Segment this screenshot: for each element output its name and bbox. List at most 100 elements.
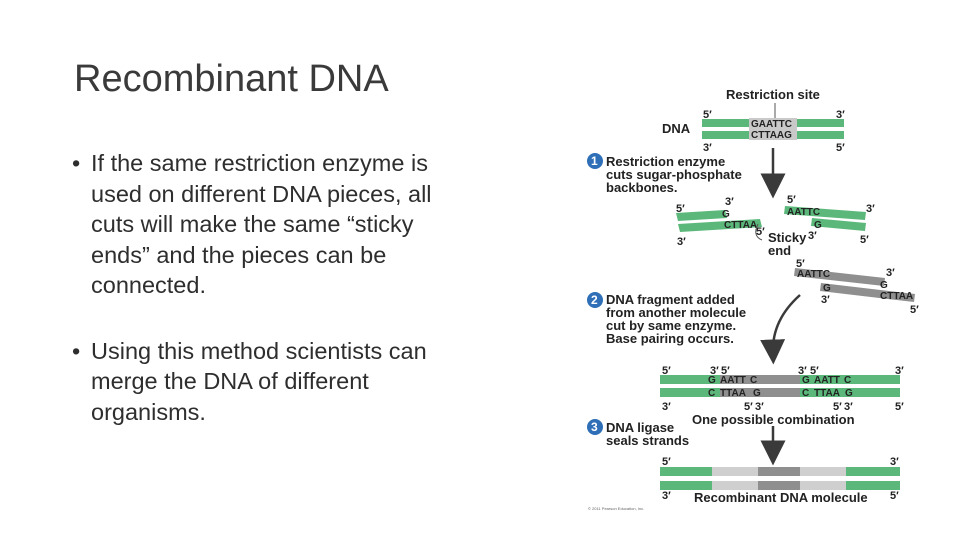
fragment-left-top bbox=[676, 210, 727, 221]
seq-text: TTAA bbox=[814, 388, 840, 399]
slide-title: Recombinant DNA bbox=[74, 58, 389, 100]
combined-strand-top bbox=[660, 375, 720, 384]
prime-label: 5′ bbox=[703, 109, 712, 121]
seq-text: C bbox=[750, 375, 757, 386]
prime-label: 5′ bbox=[662, 456, 671, 468]
flow-arrow bbox=[760, 294, 801, 365]
seq-text: C bbox=[708, 388, 715, 399]
one-possible-combination-label: One possible combination bbox=[692, 412, 855, 427]
seq-text: AATT bbox=[814, 375, 840, 386]
recombinant-segment bbox=[758, 481, 800, 490]
prime-label: 3′ bbox=[725, 196, 734, 208]
step1-text: Restriction enzyme bbox=[606, 154, 725, 169]
prime-label: 3′ bbox=[886, 267, 895, 279]
step-number-badge bbox=[587, 292, 603, 308]
bullet-list: If the same restriction enzyme is used o… bbox=[72, 148, 472, 427]
seq-text: AATT bbox=[720, 375, 746, 386]
seq-text: GAATTC bbox=[751, 119, 792, 130]
recombinant-molecule-label: Recombinant DNA molecule bbox=[694, 490, 868, 505]
prime-label: 5′ bbox=[744, 401, 753, 413]
seq-text: AATTC bbox=[787, 207, 820, 218]
prime-label: 3′ bbox=[821, 294, 830, 306]
prime-label: 3′ bbox=[755, 401, 764, 413]
prime-label: 3′ bbox=[798, 365, 807, 377]
prime-label: 3′ bbox=[662, 401, 671, 413]
prime-label: 3′ bbox=[895, 365, 904, 377]
fragment-left-bottom bbox=[678, 219, 762, 232]
restriction-site-box bbox=[749, 118, 797, 140]
prime-label: 5′ bbox=[910, 304, 919, 316]
bullet-item: If the same restriction enzyme is used o… bbox=[72, 148, 472, 301]
step2-text: Base pairing occurs. bbox=[606, 331, 734, 346]
prime-label: 5′ bbox=[721, 365, 730, 377]
step1-text: backbones. bbox=[606, 180, 678, 195]
prime-label: 3′ bbox=[677, 236, 686, 248]
step-number: 3 bbox=[591, 420, 598, 434]
sticky-end-label: Sticky bbox=[768, 230, 807, 245]
prime-label: 5′ bbox=[662, 365, 671, 377]
prime-label: 5′ bbox=[810, 365, 819, 377]
combined-strand-bottom bbox=[720, 388, 800, 397]
recombinant-segment bbox=[800, 467, 846, 476]
prime-label: 5′ bbox=[756, 226, 765, 238]
step1-text: cuts sugar-phosphate bbox=[606, 167, 742, 182]
step2-text: from another molecule bbox=[606, 305, 746, 320]
prime-label: 3′ bbox=[808, 230, 817, 242]
combined-strand-bottom bbox=[660, 388, 720, 397]
seq-text: C bbox=[802, 388, 809, 399]
bullet-item: Using this method scientists can merge t… bbox=[72, 336, 472, 428]
prime-label: 3′ bbox=[890, 456, 899, 468]
prime-label: 3′ bbox=[866, 203, 875, 215]
step2-text: DNA fragment added bbox=[606, 292, 735, 307]
step-number-badge bbox=[587, 419, 603, 435]
seq-text: G bbox=[814, 220, 822, 231]
seq-text: CTTAA bbox=[880, 291, 913, 302]
prime-label: 5′ bbox=[833, 401, 842, 413]
recombinant-segment bbox=[712, 467, 758, 476]
prime-label: 5′ bbox=[836, 142, 845, 154]
step-number: 2 bbox=[591, 293, 598, 307]
step-number: 1 bbox=[591, 154, 598, 168]
gray-fragment-top bbox=[794, 268, 885, 286]
dna-label: DNA bbox=[662, 121, 691, 136]
prime-label: 3′ bbox=[836, 109, 845, 121]
seq-text: G bbox=[708, 375, 716, 386]
seq-text: G bbox=[880, 280, 888, 291]
seq-text: TTAA bbox=[720, 388, 746, 399]
fragment-right-top bbox=[784, 206, 866, 220]
step3-text: DNA ligase bbox=[606, 420, 674, 435]
step3-text: seals strands bbox=[606, 433, 689, 448]
seq-text: G bbox=[802, 375, 810, 386]
prime-label: 5′ bbox=[796, 258, 805, 270]
recombinant-segment bbox=[800, 481, 846, 490]
prime-label: 5′ bbox=[787, 194, 796, 206]
gray-fragment-bottom bbox=[820, 283, 915, 302]
combined-strand-bottom bbox=[800, 388, 900, 397]
seq-text: G bbox=[823, 283, 831, 294]
sticky-end-pointer bbox=[755, 223, 763, 241]
prime-label: 5′ bbox=[676, 203, 685, 215]
prime-label: 3′ bbox=[703, 142, 712, 154]
recombinant-segment bbox=[712, 481, 758, 490]
seq-text: C bbox=[844, 375, 851, 386]
copyright-text: © 2011 Pearson Education, Inc. bbox=[588, 506, 644, 511]
step-number-badge bbox=[587, 153, 603, 169]
sticky-end-label: end bbox=[768, 243, 791, 258]
prime-label: 3′ bbox=[844, 401, 853, 413]
prime-label: 5′ bbox=[895, 401, 904, 413]
recombinant-segment bbox=[758, 467, 800, 476]
seq-text: AATTC bbox=[797, 269, 830, 280]
seq-text: CTTAAG bbox=[751, 130, 792, 141]
step2-text: cut by same enzyme. bbox=[606, 318, 736, 333]
restriction-site-label: Restriction site bbox=[726, 87, 820, 102]
seq-text: G bbox=[722, 209, 730, 220]
seq-text: CTTAA bbox=[724, 220, 757, 231]
combined-strand-top bbox=[720, 375, 800, 384]
prime-label: 3′ bbox=[710, 365, 719, 377]
prime-label: 5′ bbox=[860, 234, 869, 246]
seq-text: G bbox=[753, 388, 761, 399]
prime-label: 5′ bbox=[890, 490, 899, 502]
prime-label: 3′ bbox=[662, 490, 671, 502]
seq-text: G bbox=[845, 388, 853, 399]
